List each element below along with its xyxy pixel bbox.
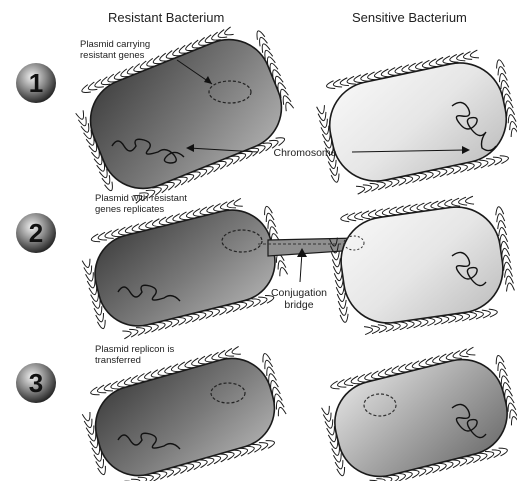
chromosome-label: Chromosome xyxy=(273,147,336,159)
row1-sensitive-bacterium xyxy=(312,45,517,198)
row3-resistant-bacterium xyxy=(76,339,294,481)
step-number-2: 2 xyxy=(29,218,43,248)
step-badge-1: 1 xyxy=(16,63,56,103)
row2-resistant-bacterium xyxy=(77,192,293,344)
step-number-1: 1 xyxy=(29,68,43,98)
step-badge-2: 2 xyxy=(16,213,56,253)
bridge-label-line2: bridge xyxy=(284,299,313,311)
step-number-3: 3 xyxy=(29,368,43,398)
step-badge-3: 3 xyxy=(16,363,56,403)
row2-sensitive-bacterium xyxy=(326,192,517,337)
row1-resistant-bacterium xyxy=(67,16,304,211)
row3-sensitive-bacterium xyxy=(316,341,517,481)
bridge-label-line1: Conjugation xyxy=(271,287,327,299)
